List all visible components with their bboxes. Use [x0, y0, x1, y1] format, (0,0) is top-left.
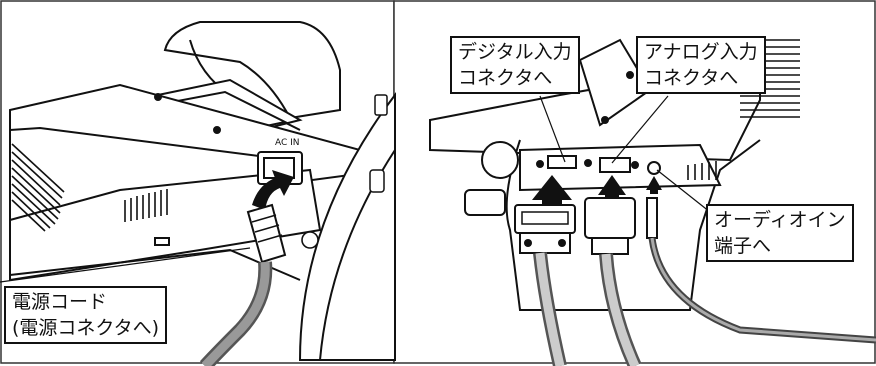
stand-curve-left — [298, 92, 396, 361]
analog-label-line1: アナログ入力 — [644, 41, 758, 63]
digital-label-line1: デジタル入力 — [458, 41, 572, 63]
digital-label-line2: コネクタへ — [458, 67, 553, 89]
vent-lines-left — [11, 143, 168, 232]
power-label-line1: 電源コード — [12, 291, 108, 313]
analog-input-label: アナログ入力 コネクタへ — [636, 36, 766, 94]
power-cord-label: 電源コード (電源コネクタへ) — [4, 286, 168, 344]
digital-input-label: デジタル入力 コネクタへ — [450, 36, 580, 94]
audio-in-label: オーディオイン 端子へ — [706, 204, 854, 262]
audio-plug — [646, 197, 658, 239]
audio-label-line1: オーディオイン — [714, 209, 846, 231]
analog-plug — [584, 197, 636, 255]
audio-arrow — [646, 176, 662, 194]
monitor-back-drawing — [9, 21, 362, 282]
digital-arrow — [532, 175, 572, 205]
port-text: AC IN — [275, 138, 300, 148]
digital-plug — [514, 204, 576, 254]
audio-label-line2: 端子へ — [714, 235, 772, 257]
analog-label-line2: コネクタへ — [644, 67, 739, 89]
analog-arrow — [598, 175, 626, 200]
power-label-line2: (電源コネクタへ) — [12, 317, 160, 339]
power-arrow — [252, 170, 294, 210]
power-plug — [246, 203, 287, 264]
